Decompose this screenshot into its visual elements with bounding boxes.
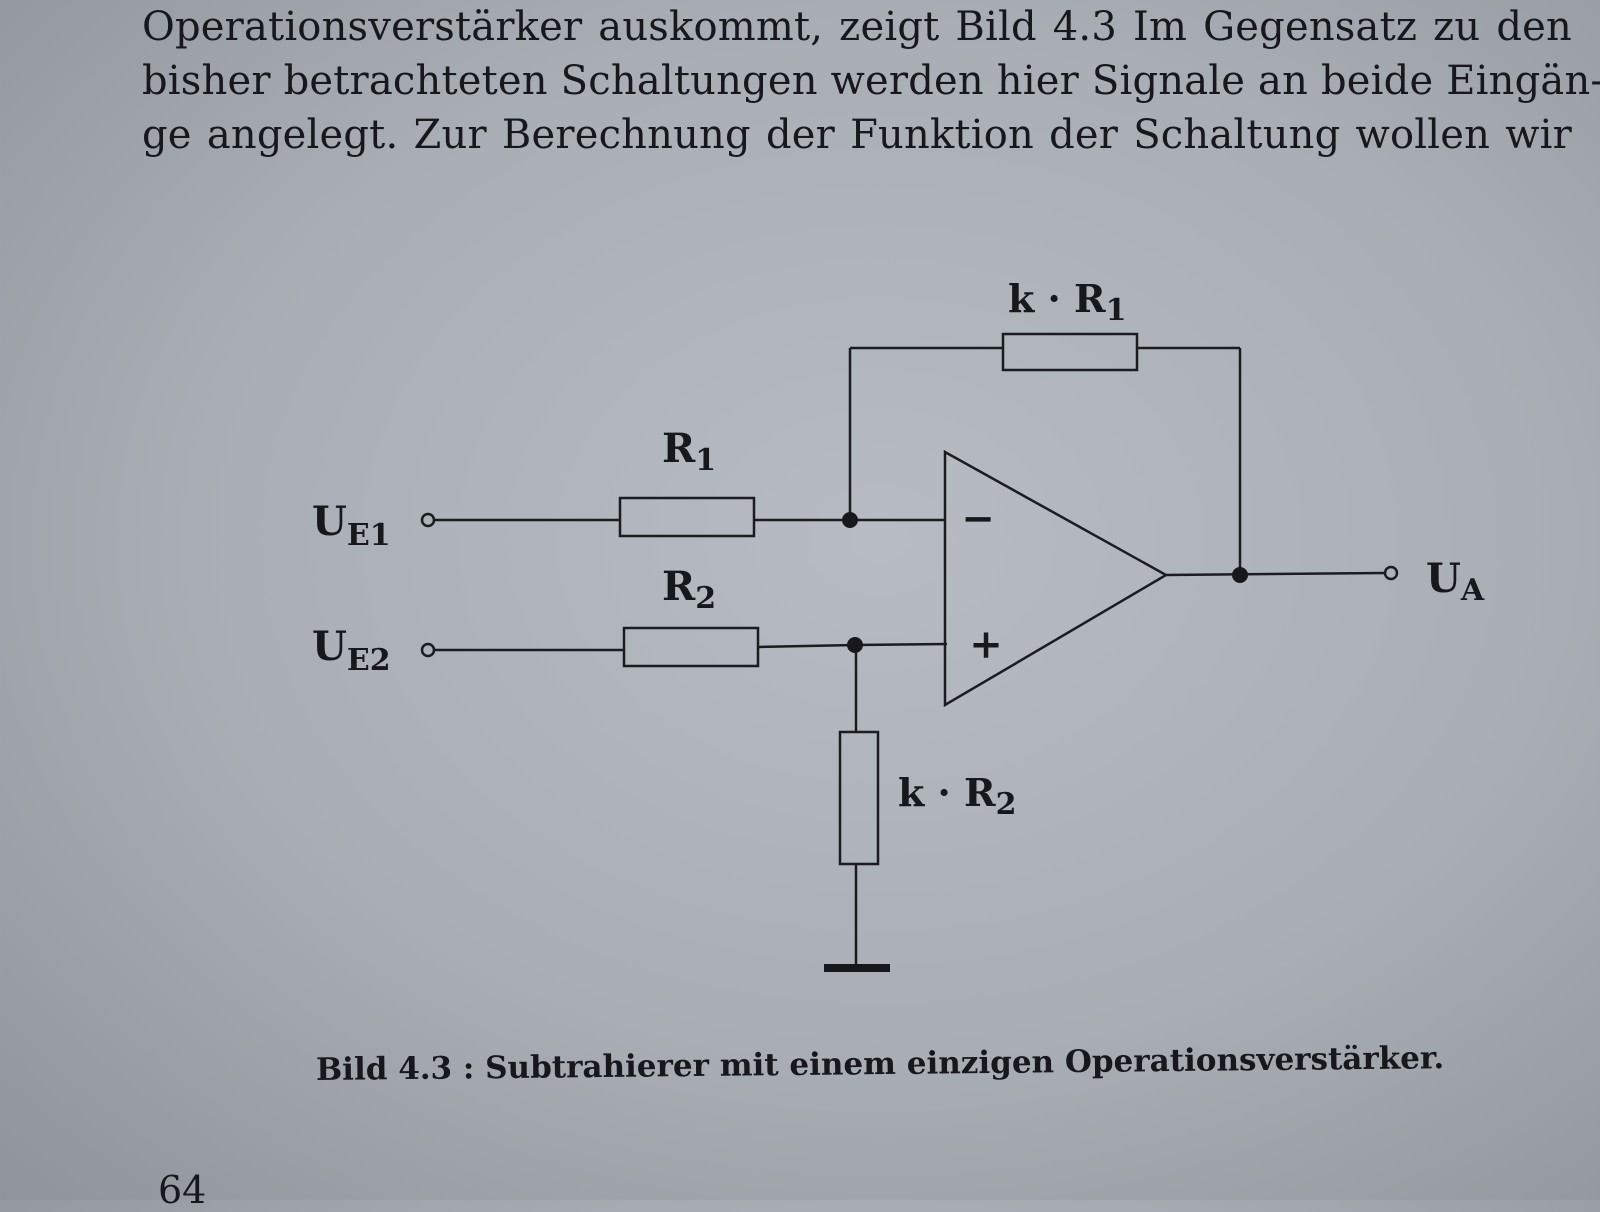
kr1-label: k · R1: [1008, 276, 1126, 328]
resistor-kr2: [838, 730, 880, 866]
wire-r2-node: [757, 643, 856, 649]
resistor-r1: [618, 496, 756, 538]
r2-label: R2: [662, 563, 716, 616]
op-amp-triangle: [943, 449, 1169, 708]
wire-node-plus: [854, 642, 948, 647]
junction-node-output: [1232, 567, 1248, 583]
wire-output: [1165, 571, 1386, 577]
page-number: 64: [158, 1168, 207, 1212]
minus-symbol: −: [961, 495, 995, 542]
junction-node-minus: [842, 512, 858, 528]
kr2-label: k · R2: [898, 770, 1016, 822]
input2-label: UE2: [312, 623, 391, 678]
resistor-r2: [622, 626, 760, 668]
input1-label: UE1: [312, 498, 391, 553]
body-text-line: Operationsverstärker auskommt, zeigt Bil…: [142, 4, 1572, 50]
junction-node-plus: [847, 637, 863, 653]
plus-symbol: +: [969, 621, 1003, 668]
output-label: UA: [1426, 555, 1485, 608]
output-terminal: [1383, 565, 1399, 581]
body-text-line: bisher betrachteten Schaltungen werden h…: [142, 58, 1600, 104]
body-text: Operationsverstärker auskommt, zeigt Bil…: [142, 0, 1600, 162]
input-terminal-2: [420, 642, 436, 658]
resistor-kr1: [1001, 332, 1139, 372]
input-terminal-1: [420, 512, 436, 528]
body-text-line: ge angelegt. Zur Berechnung der Funktion…: [142, 112, 1572, 158]
r1-label: R1: [662, 425, 716, 478]
